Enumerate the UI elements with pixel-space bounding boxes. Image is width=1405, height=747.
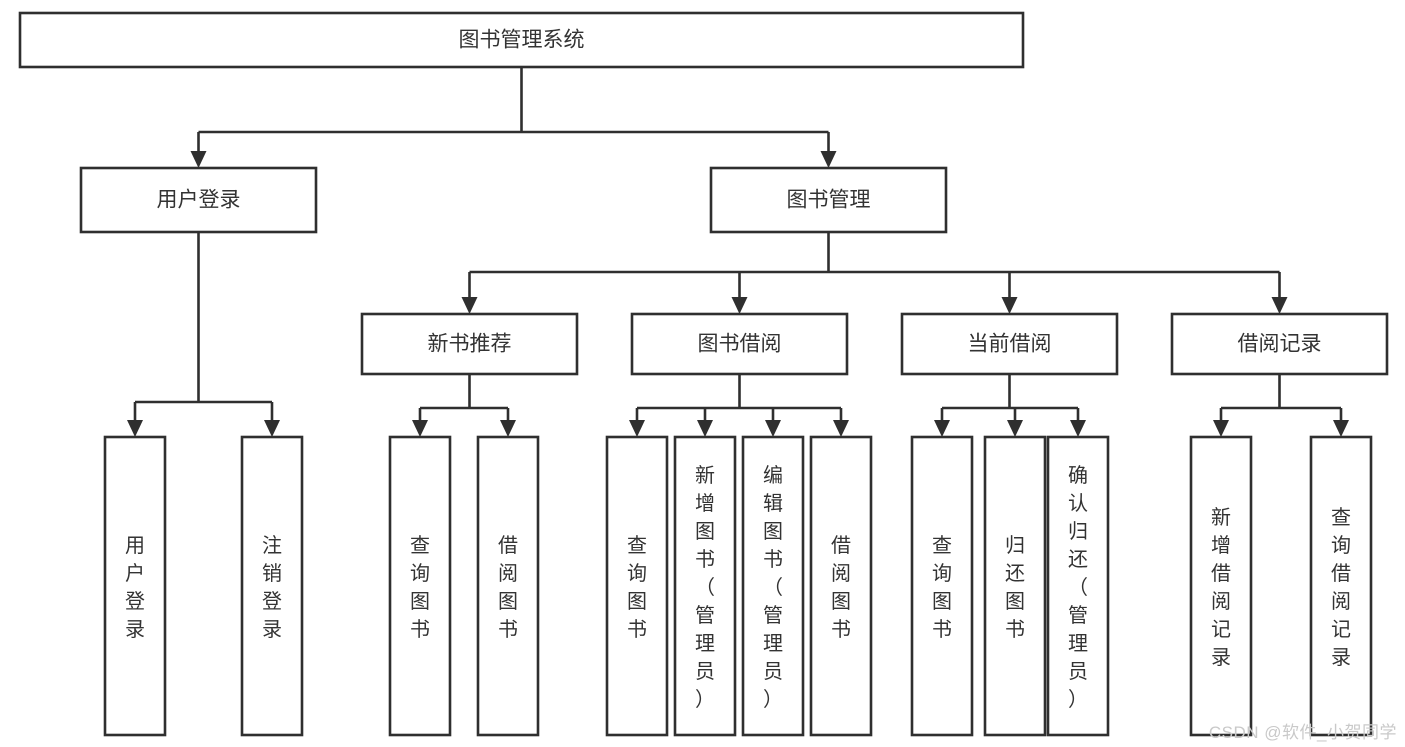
node-box-leaf-add-book[interactable] [673, 435, 737, 737]
node-label-user-login: 用户登录 [157, 189, 241, 212]
node-leaf-borrow-book-1[interactable]: 借阅图书 [476, 435, 540, 737]
edge-book-borrow-to-leaf-query-book-2-arrowhead [629, 420, 645, 437]
node-box-current-borrow[interactable] [900, 312, 1119, 376]
node-box-root[interactable] [18, 11, 1025, 69]
edge-bookmanage-to-current-borrow-arrowhead [1001, 297, 1018, 314]
node-label-leaf-user-login: 用户登录 [125, 535, 145, 641]
node-book-borrow[interactable]: 图书借阅 [630, 312, 849, 376]
node-label-leaf-borrow-book-1: 借阅图书 [498, 534, 518, 641]
node-label-leaf-return-book: 归还图书 [1005, 534, 1025, 641]
node-leaf-query-book-3[interactable]: 查询图书 [910, 435, 974, 737]
edge-current-borrow-to-leaf-query-book-3-arrowhead [934, 420, 950, 437]
node-label-new-book-rec: 新书推荐 [428, 333, 512, 356]
edge-root-to-book-manage-arrowhead [820, 151, 837, 168]
node-box-leaf-confirm-return[interactable] [1046, 435, 1110, 737]
edge-bookmanage-to-new-book-rec-arrowhead [461, 297, 478, 314]
node-box-leaf-edit-book[interactable] [741, 435, 805, 737]
node-leaf-borrow-book-2[interactable]: 借阅图书 [809, 435, 873, 737]
node-box-leaf-user-login[interactable] [103, 435, 167, 737]
node-leaf-edit-book[interactable]: 编辑图书（管理员） [741, 435, 805, 737]
edge-current-borrow-to-leaf-confirm-return-arrowhead [1070, 420, 1086, 437]
node-label-leaf-borrow-book-2: 借阅图书 [831, 534, 851, 641]
node-box-user-login[interactable] [79, 166, 318, 234]
node-label-leaf-user-logout: 注销登录 [262, 534, 282, 641]
edge-root-to-user-login-arrowhead [190, 151, 207, 168]
edges-layer [127, 67, 1349, 437]
node-label-leaf-add-record: 新增借阅记录 [1211, 506, 1231, 669]
node-box-leaf-query-book-2[interactable] [605, 435, 669, 737]
node-box-leaf-user-logout[interactable] [240, 435, 304, 737]
edge-book-borrow-to-leaf-borrow-book-2-arrowhead [833, 420, 849, 437]
node-label-book-manage: 图书管理 [787, 189, 871, 212]
node-box-borrow-record[interactable] [1170, 312, 1389, 376]
node-label-leaf-query-book-2: 查询图书 [627, 534, 647, 641]
node-leaf-return-book[interactable]: 归还图书 [983, 435, 1047, 737]
edge-user-login-to-leaf-user-logout-arrowhead [264, 420, 280, 437]
node-label-leaf-query-record: 查询借阅记录 [1331, 506, 1351, 669]
node-leaf-add-book[interactable]: 新增图书（管理员） [673, 435, 737, 737]
node-book-manage[interactable]: 图书管理 [709, 166, 948, 234]
nodes-layer: 图书管理系统用户登录图书管理新书推荐图书借阅当前借阅借阅记录用户登录注销登录查询… [18, 11, 1389, 737]
node-box-leaf-borrow-book-1[interactable] [476, 435, 540, 737]
node-leaf-query-book-2[interactable]: 查询图书 [605, 435, 669, 737]
node-box-leaf-add-record[interactable] [1189, 435, 1253, 737]
node-current-borrow[interactable]: 当前借阅 [900, 312, 1119, 376]
node-borrow-record[interactable]: 借阅记录 [1170, 312, 1389, 376]
edge-new-book-rec-to-leaf-borrow-book-1-arrowhead [500, 420, 516, 437]
node-box-book-borrow[interactable] [630, 312, 849, 376]
watermark: CSDN @软件_小贺同学 [1208, 723, 1397, 742]
edge-current-borrow-to-leaf-return-book-arrowhead [1007, 420, 1023, 437]
node-box-leaf-borrow-book-2[interactable] [809, 435, 873, 737]
node-leaf-query-record[interactable]: 查询借阅记录 [1309, 435, 1373, 737]
edge-book-borrow-to-leaf-add-book-arrowhead [697, 420, 713, 437]
edge-bookmanage-to-borrow-record-arrowhead [1271, 297, 1288, 314]
edge-new-book-rec-to-leaf-query-book-1-arrowhead [412, 420, 428, 437]
node-label-borrow-record: 借阅记录 [1238, 333, 1322, 356]
node-leaf-confirm-return[interactable]: 确认归还（管理员） [1046, 435, 1110, 737]
node-label-book-borrow: 图书借阅 [698, 333, 782, 356]
node-label-leaf-query-book-3: 查询图书 [932, 534, 952, 641]
edge-user-login-to-leaf-user-login-arrowhead [127, 420, 143, 437]
node-box-leaf-query-book-3[interactable] [910, 435, 974, 737]
node-label-leaf-add-book: 新增图书（管理员） [695, 464, 715, 711]
node-box-book-manage[interactable] [709, 166, 948, 234]
node-new-book-rec[interactable]: 新书推荐 [360, 312, 579, 376]
node-label-current-borrow: 当前借阅 [968, 333, 1052, 356]
edge-borrow-record-to-leaf-add-record-arrowhead [1213, 420, 1229, 437]
node-root[interactable]: 图书管理系统 [18, 11, 1025, 69]
node-label-root: 图书管理系统 [459, 29, 585, 52]
edge-book-borrow-to-leaf-edit-book-arrowhead [765, 420, 781, 437]
node-label-leaf-confirm-return: 确认归还（管理员） [1068, 464, 1088, 711]
node-leaf-add-record[interactable]: 新增借阅记录 [1189, 435, 1253, 737]
node-leaf-user-logout[interactable]: 注销登录 [240, 435, 304, 737]
node-user-login[interactable]: 用户登录 [79, 166, 318, 234]
edge-borrow-record-to-leaf-query-record-arrowhead [1333, 420, 1349, 437]
edge-bookmanage-to-book-borrow-arrowhead [731, 297, 748, 314]
node-box-leaf-return-book[interactable] [983, 435, 1047, 737]
node-label-leaf-edit-book: 编辑图书（管理员） [763, 464, 783, 711]
node-label-leaf-query-book-1: 查询图书 [410, 534, 430, 641]
node-box-leaf-query-book-1[interactable] [388, 435, 452, 737]
node-leaf-query-book-1[interactable]: 查询图书 [388, 435, 452, 737]
node-leaf-user-login[interactable]: 用户登录 [103, 435, 167, 737]
node-box-leaf-query-record[interactable] [1309, 435, 1373, 737]
node-box-new-book-rec[interactable] [360, 312, 579, 376]
